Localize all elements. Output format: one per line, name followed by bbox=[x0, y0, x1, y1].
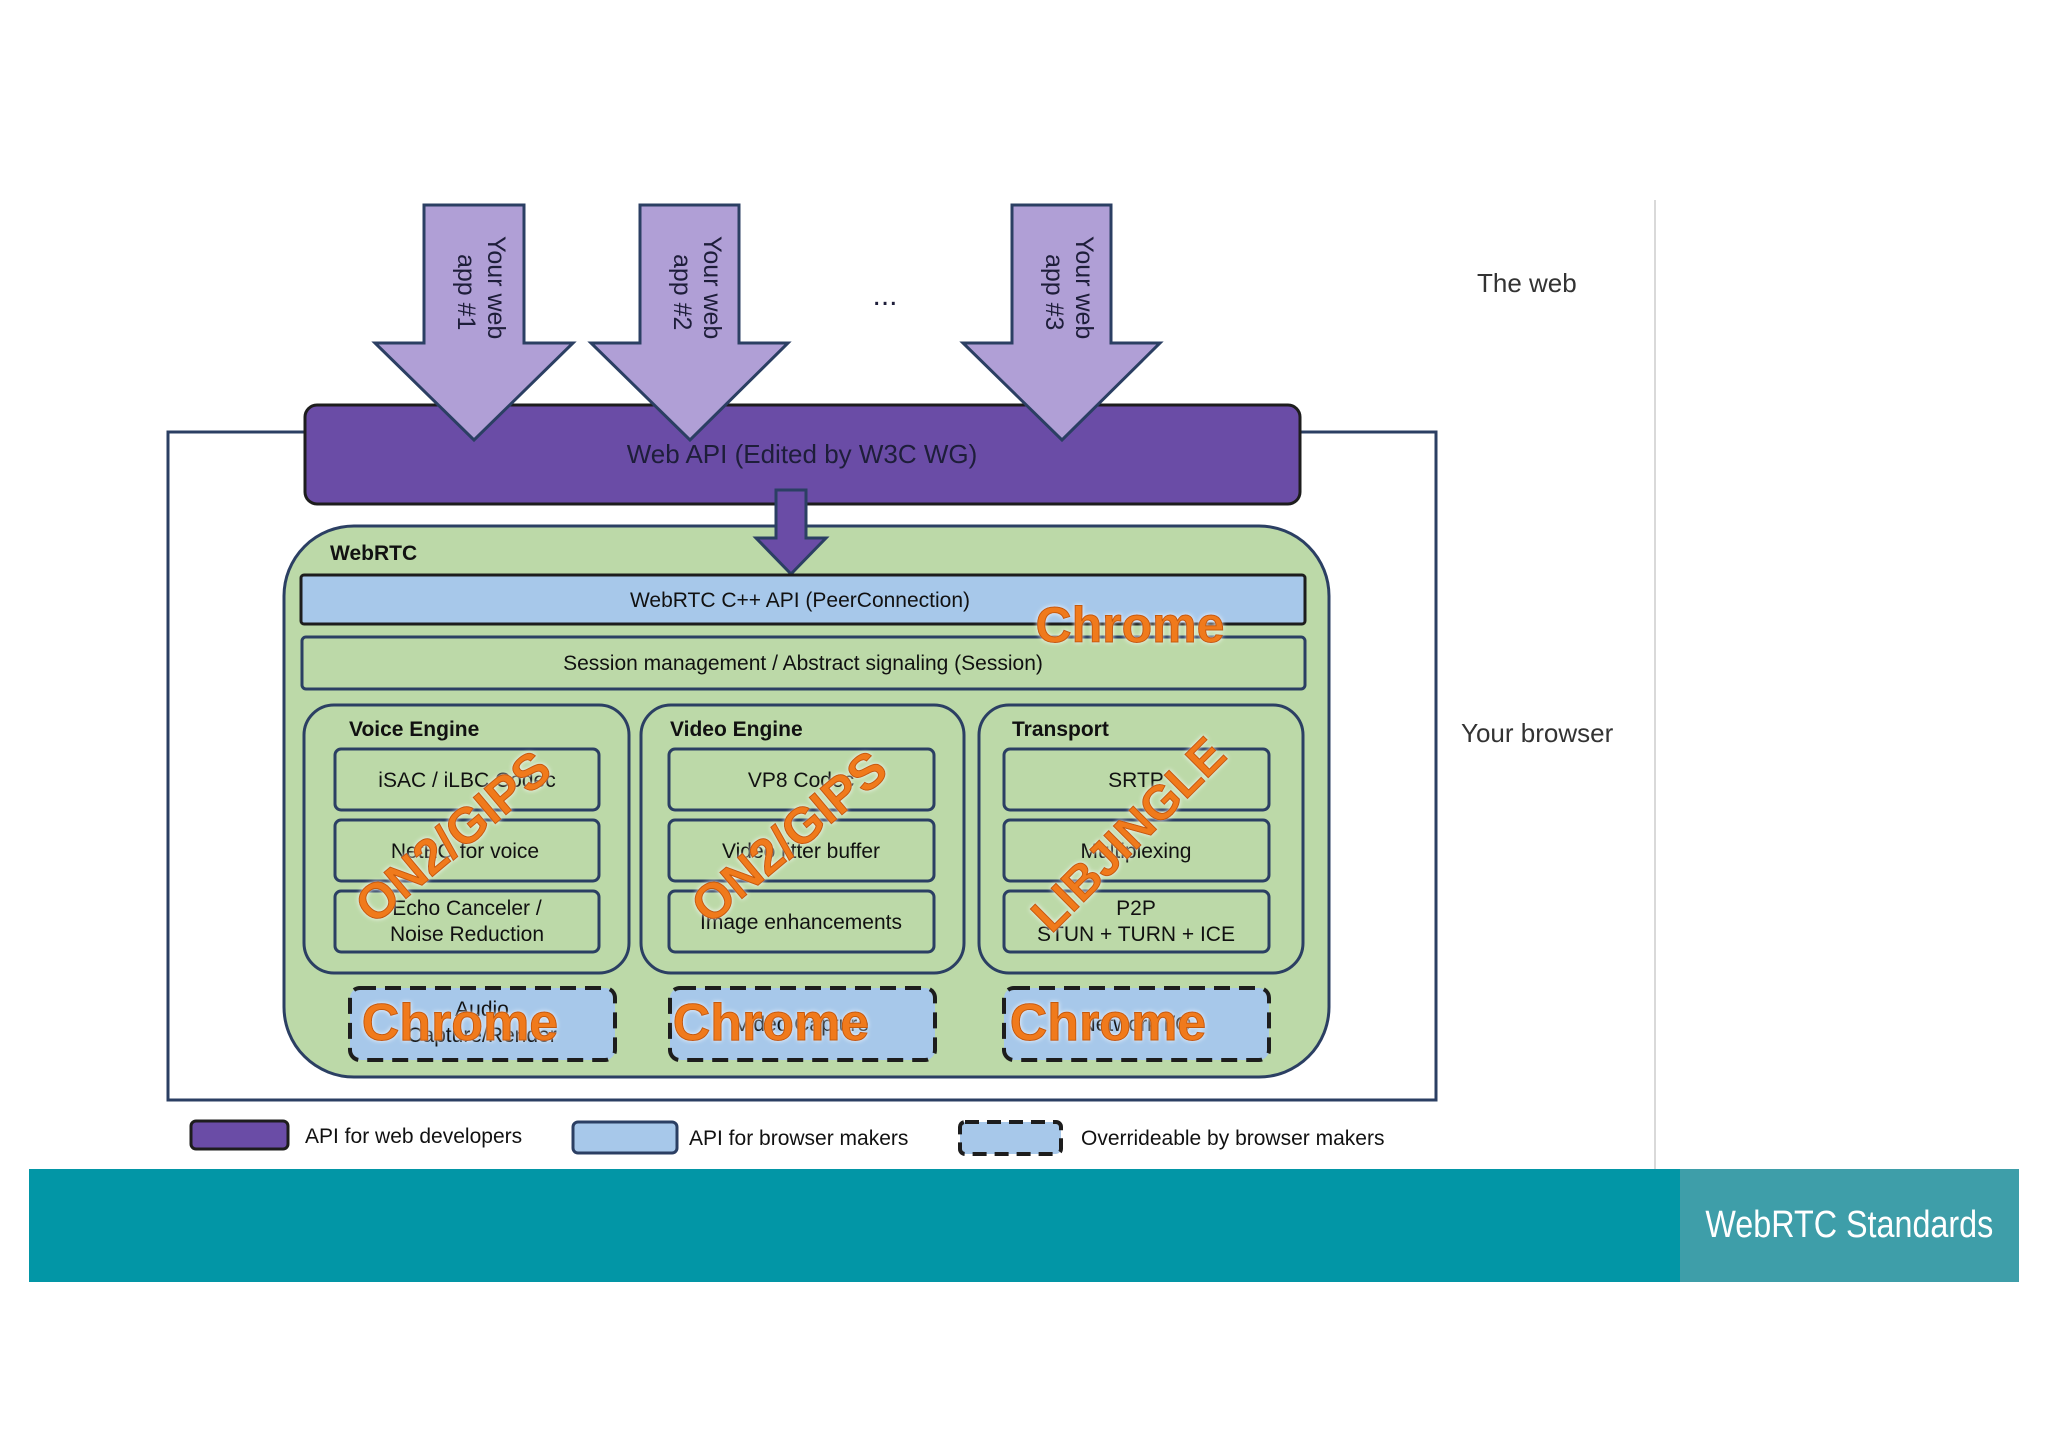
video-capture-box: Video Capture bbox=[668, 986, 937, 1062]
footer-title: WebRTC Standards bbox=[1705, 1204, 1994, 1246]
voice-engine: Voice Engine iSAC / iLBC Codec NetEQ for… bbox=[302, 703, 631, 975]
app-arrow-2: Your web app #2 bbox=[587, 203, 792, 443]
legend: API for web developers API for browser m… bbox=[189, 1119, 1384, 1156]
cpp-api-bar bbox=[299, 573, 1307, 626]
legend-label-web-developers: API for web developers bbox=[305, 1125, 522, 1148]
voice-item-echo-line1: Echo Canceler / bbox=[392, 897, 542, 920]
video-item-codec: VP8 Codec bbox=[748, 769, 854, 792]
app-arrow-2-line1: Your web bbox=[698, 236, 726, 339]
session-bar bbox=[300, 635, 1307, 691]
session-label: Session management / Abstract signaling … bbox=[563, 652, 1043, 675]
voice-item-echo-line2: Noise Reduction bbox=[390, 923, 544, 946]
label-the-web: The web bbox=[1477, 268, 1577, 298]
audio-capture-line1: Audio bbox=[455, 998, 509, 1021]
overlay-chrome-network: Chrome bbox=[1010, 994, 1206, 1052]
overlay-chrome-audio: Chrome bbox=[362, 994, 558, 1052]
transport-title: Transport bbox=[1012, 718, 1109, 741]
vendor-overlays: Chrome Chrome Chrome Chrome ON2/GIPS ON2… bbox=[344, 597, 1237, 1053]
network-io-box: Network I/O bbox=[1002, 986, 1271, 1062]
slide-divider bbox=[1654, 200, 1656, 1169]
apps-ellipsis: ... bbox=[872, 279, 897, 312]
app-arrow-3-line1: Your web bbox=[1070, 236, 1098, 339]
video-engine: Video Engine VP8 Codec Video jitter buff… bbox=[639, 703, 966, 975]
transport-item-p2p-line1: P2P bbox=[1116, 897, 1156, 920]
voice-engine-title: Voice Engine bbox=[349, 718, 479, 741]
app-arrow-1: Your web app #1 bbox=[371, 203, 577, 443]
transport-item-mux: Multiplexing bbox=[1081, 840, 1192, 863]
video-item-image: Image enhancements bbox=[700, 911, 902, 934]
overlay-chrome-cpp: Chrome bbox=[1036, 597, 1225, 653]
app-arrow-3-line2: app #3 bbox=[1040, 254, 1068, 330]
app-arrow-1-line2: app #1 bbox=[452, 254, 480, 330]
legend-label-browser-makers: API for browser makers bbox=[689, 1127, 908, 1150]
legend-swatch-overrideable bbox=[958, 1120, 1063, 1156]
transport-item-srtp: SRTP bbox=[1108, 769, 1164, 792]
voice-item-neteq: NetEQ for voice bbox=[391, 840, 539, 863]
audio-capture-line2: Capture/Render bbox=[407, 1024, 556, 1047]
legend-label-overrideable: Overrideable by browser makers bbox=[1081, 1127, 1384, 1150]
video-item-jitter: Video jitter buffer bbox=[722, 840, 880, 863]
cpp-api-label: WebRTC C++ API (PeerConnection) bbox=[630, 589, 970, 612]
legend-swatch-browser-makers bbox=[571, 1120, 679, 1155]
app-arrow-1-line1: Your web bbox=[482, 236, 510, 339]
legend-swatch-web-developers bbox=[189, 1119, 290, 1151]
web-api-label: Web API (Edited by W3C WG) bbox=[627, 439, 978, 469]
app-arrow-3: Your web app #3 bbox=[959, 203, 1164, 443]
web-api-down-arrow bbox=[752, 488, 830, 577]
webrtc-title: WebRTC bbox=[330, 542, 417, 565]
voice-item-codec: iSAC / iLBC Codec bbox=[378, 769, 555, 792]
video-engine-title: Video Engine bbox=[670, 718, 803, 741]
network-io-label: Network I/O bbox=[1081, 1013, 1192, 1036]
label-your-browser: Your browser bbox=[1461, 718, 1614, 748]
transport-engine: Transport SRTP Multiplexing P2P STUN + T… bbox=[977, 703, 1305, 975]
video-capture-label: Video Capture bbox=[735, 1013, 869, 1036]
overlay-chrome-video: Chrome bbox=[673, 994, 869, 1052]
transport-item-p2p-line2: STUN + TURN + ICE bbox=[1037, 923, 1235, 946]
app-arrow-2-line2: app #2 bbox=[668, 254, 696, 330]
footer-title-box: WebRTC Standards bbox=[1680, 1169, 2019, 1282]
audio-capture-box: Audio Capture/Render bbox=[348, 986, 617, 1062]
